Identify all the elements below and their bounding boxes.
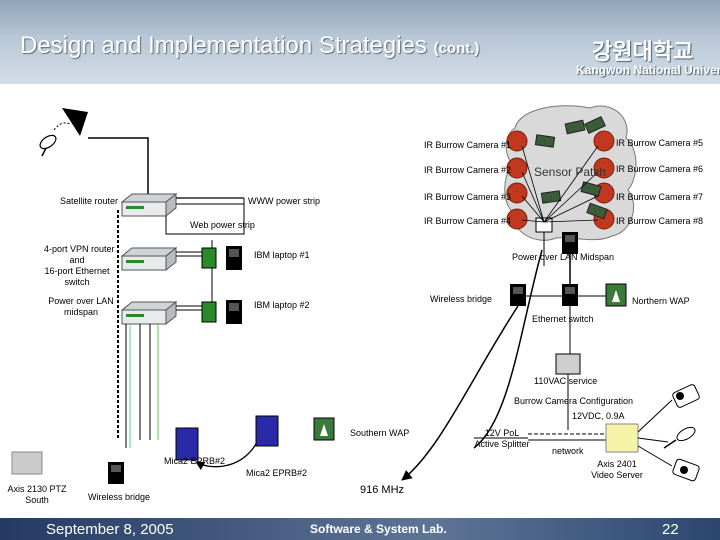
southern-wap-label: Southern WAP (350, 428, 410, 438)
vpn-router-switch-device (120, 246, 178, 272)
satellite-router-label: Satellite router (60, 196, 119, 206)
burrow-camera-2-marker (506, 157, 528, 179)
vpn-router-label-line4: switch (64, 277, 90, 287)
web-power-strip-label: Web power strip (190, 220, 255, 230)
slide-title-text: Design and Implementation Strategies (20, 32, 427, 59)
poe-midspan-label: Power over LAN midspan (44, 296, 118, 318)
poe-midspan-label-line2: midspan (63, 307, 99, 317)
burrow-config-label: Burrow Camera Configuration (514, 396, 634, 406)
satellite-dish-icon (39, 108, 88, 157)
wireless-bridge-right-icon (510, 284, 526, 306)
vac-service-box (555, 353, 581, 375)
ibm-laptop-2-icon (201, 300, 242, 324)
network-label: network (552, 446, 584, 456)
camera-8-label: IR Burrow Camera #8 (616, 216, 704, 226)
camera-7-label: IR Burrow Camera #7 (616, 192, 704, 202)
ibm-laptop-1-label: IBM laptop #1 (254, 250, 310, 260)
poe-lan-midspan-icon (562, 232, 578, 254)
wireless-bridge-right-label: Wireless bridge (430, 294, 493, 304)
slide-title-suffix: (cont.) (433, 40, 480, 57)
axis-ptz-label-line2: South (25, 495, 49, 505)
axis-2401-label: Axis 2401 Video Server (586, 459, 648, 481)
university-name-korean: 강원대학교 (592, 39, 694, 64)
wireless-bridge-left-icon (108, 462, 124, 484)
camera-6-label: IR Burrow Camera #6 (616, 164, 704, 174)
www-power-strip-label: WWW power strip (248, 196, 320, 206)
burrow-camera-icon-2 (672, 458, 700, 482)
footer-date: September 8, 2005 (46, 521, 174, 538)
vpn-router-label-line1: 4-port VPN router (44, 244, 115, 254)
header-bar: Design and Implementation Strategies (co… (0, 0, 720, 84)
northern-wap-label: Northern WAP (632, 296, 690, 306)
vac-service-label: 110VAC service (534, 376, 598, 386)
wireless-bridge-left-label: Wireless bridge (88, 492, 151, 502)
mica2-label-b: Mica2 EPRB#2 (246, 468, 308, 478)
vpn-router-label-line3: 16-port Ethernet (44, 266, 110, 276)
poe-midspan-device (120, 300, 178, 326)
poe-splitter-label-line2: Active Splitter (474, 439, 530, 449)
page-number: 22 (662, 521, 679, 538)
slide-title: Design and Implementation Strategies (co… (20, 32, 479, 60)
ibm-laptop-1-icon (201, 246, 242, 270)
satellite-router-device (120, 192, 178, 218)
poe-splitter-label: 12V PoL Active Splitter (470, 428, 534, 450)
southern-wap-icon (313, 417, 335, 441)
university-name-english: Kangwon National University (576, 63, 720, 77)
microphone-icon (663, 426, 696, 449)
camera-2-label: IR Burrow Camera #2 (424, 165, 512, 175)
burrow-camera-4-marker (506, 208, 528, 230)
frequency-label: 916 MHz (360, 484, 405, 496)
camera-5-label: IR Burrow Camera #5 (616, 138, 704, 148)
burrow-camera-5-marker (593, 130, 615, 152)
voltage-label: 12VDC, 0.9A (572, 411, 625, 421)
poe-lan-midspan-label: Power over LAN Midspan (512, 252, 615, 262)
axis-ptz-label: Axis 2130 PTZ South (4, 484, 70, 506)
camera-4-label: IR Burrow Camera #4 (424, 216, 512, 226)
burrow-camera-icon-1 (672, 384, 700, 408)
burrow-camera-3-marker (506, 182, 528, 204)
camera-1-label: IR Burrow Camera #1 (424, 140, 512, 150)
sensor-patch-label: Sensor Patch (534, 165, 607, 179)
mica2-node-b (255, 415, 279, 447)
axis-ptz-south-icon (11, 451, 43, 475)
mica2-node-a (175, 427, 199, 461)
axis-ptz-label-line1: Axis 2130 PTZ (7, 484, 67, 494)
axis-2401-label-line2: Video Server (591, 470, 643, 480)
mica2-label-a: Mica2 EPRB#2 (164, 456, 226, 466)
poe-midspan-label-line1: Power over LAN (48, 296, 114, 306)
poe-splitter-label-line1: 12V PoL (484, 428, 520, 438)
northern-wap-icon (605, 283, 627, 307)
footer-lab-name: Software & System Lab. (310, 522, 447, 536)
ibm-laptop-2-label: IBM laptop #2 (254, 300, 310, 310)
vpn-router-label-line2: and (69, 255, 85, 265)
footer-bar: September 8, 2005 Software & System Lab.… (0, 518, 720, 540)
camera-3-label: IR Burrow Camera #3 (424, 192, 512, 202)
axis-2401-label-line1: Axis 2401 (597, 459, 637, 469)
ethernet-switch-label: Ethernet switch (532, 314, 594, 324)
vpn-router-label: 4-port VPN router and 16-port Ethernet s… (44, 244, 115, 288)
burrow-camera-6-marker (593, 157, 615, 179)
ethernet-switch-icon (562, 284, 578, 306)
axis-2401-video-server (605, 423, 639, 453)
